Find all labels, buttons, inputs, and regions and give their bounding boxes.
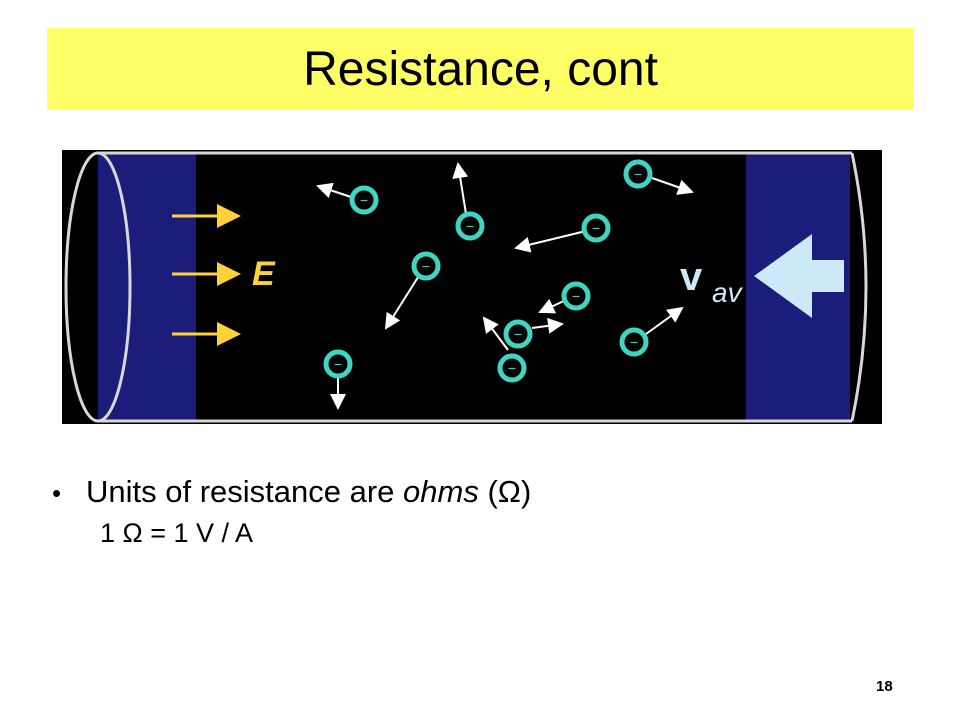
electron: − bbox=[564, 284, 588, 308]
electron: − bbox=[506, 322, 530, 346]
conductor-figure: E v av − − bbox=[62, 150, 882, 424]
slide-title: Resistance, cont bbox=[303, 42, 658, 97]
svg-text:−: − bbox=[592, 220, 600, 236]
svg-text:−: − bbox=[514, 326, 522, 342]
electron: − bbox=[626, 162, 650, 186]
electron: − bbox=[352, 188, 376, 212]
svg-text:−: − bbox=[360, 192, 368, 208]
svg-text:−: − bbox=[334, 356, 342, 372]
electron: − bbox=[622, 330, 646, 354]
title-bar: Resistance, cont bbox=[47, 28, 914, 110]
svg-text:−: − bbox=[630, 334, 638, 350]
bullet-text-prefix: Units of resistance are bbox=[86, 474, 403, 509]
electrons: − − − − − − − bbox=[326, 162, 650, 380]
bullet-text-ohms: ohms bbox=[403, 474, 479, 509]
conductor-diagram: E v av − − bbox=[62, 150, 882, 424]
velocity-subscript: av bbox=[712, 277, 744, 308]
electron: − bbox=[584, 216, 608, 240]
left-end-cap bbox=[98, 154, 196, 420]
page-number: 18 bbox=[876, 678, 893, 695]
svg-text:−: − bbox=[572, 288, 580, 304]
ohm-definition: 1 Ω = 1 V / A bbox=[100, 518, 872, 549]
svg-text:−: − bbox=[466, 218, 474, 234]
svg-text:−: − bbox=[422, 258, 430, 274]
svg-text:−: − bbox=[508, 360, 516, 376]
electron: − bbox=[458, 214, 482, 238]
bullet-dot-icon: • bbox=[52, 478, 86, 509]
electron: − bbox=[500, 356, 524, 380]
electron: − bbox=[414, 254, 438, 278]
electron: − bbox=[326, 352, 350, 376]
bullet-list: • Units of resistance are ohms (Ω) 1 Ω =… bbox=[52, 474, 872, 549]
field-label: E bbox=[252, 255, 276, 293]
velocity-label: v bbox=[680, 255, 703, 299]
bullet-text-suffix: (Ω) bbox=[479, 474, 531, 509]
bullet-item-units: • Units of resistance are ohms (Ω) bbox=[52, 474, 872, 510]
svg-text:−: − bbox=[634, 166, 642, 182]
